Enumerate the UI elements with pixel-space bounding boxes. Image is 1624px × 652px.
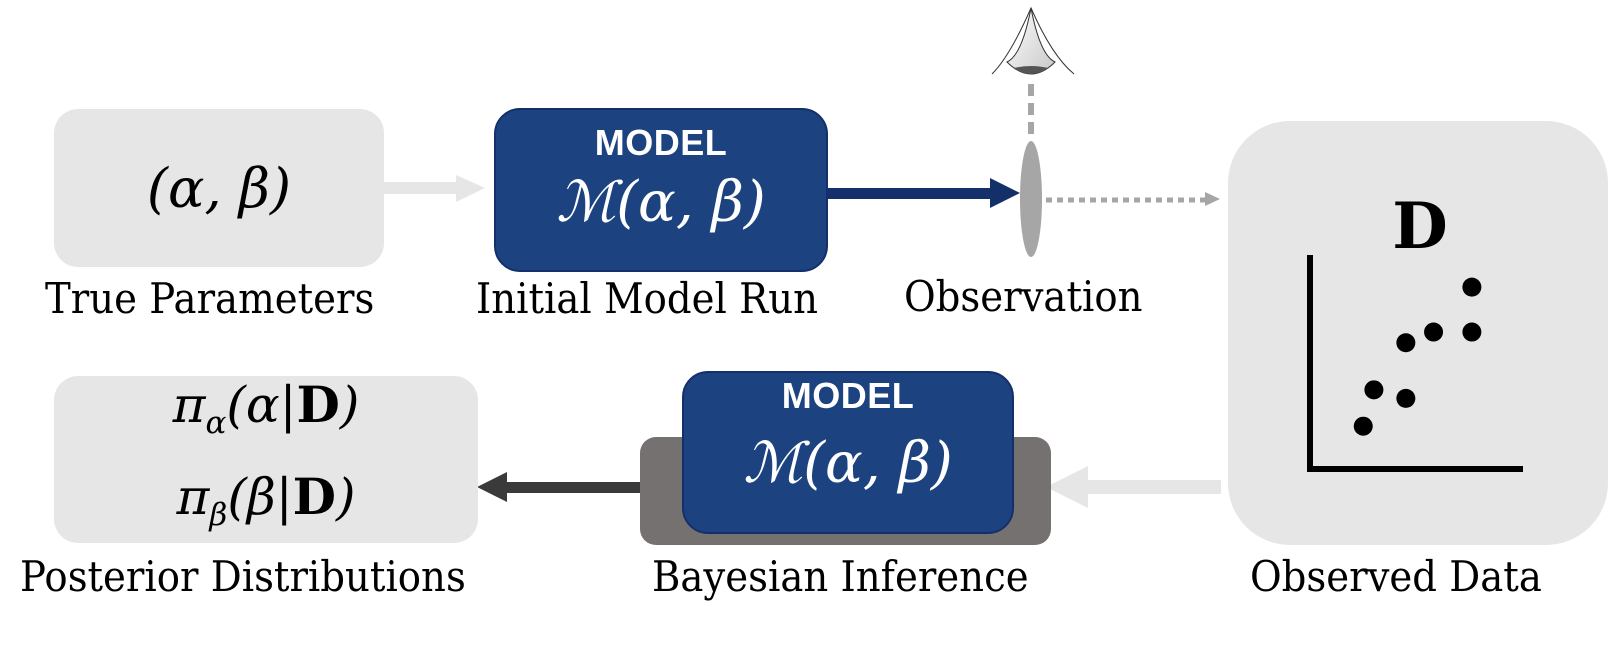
observed-data-label: Observed Data <box>1250 552 1542 601</box>
scatter-point <box>1364 380 1384 400</box>
initial-model-formula: ℳ(α, β) <box>556 170 766 235</box>
scatter-point <box>1462 277 1482 297</box>
bayesian-model-title: MODEL <box>781 375 915 416</box>
observed-data-scatter <box>1307 255 1523 472</box>
true-parameters-formula: (α, β) <box>146 156 292 220</box>
observed-data-box: D <box>1228 121 1608 545</box>
initial-model-box: MODEL ℳ(α, β) <box>494 108 828 272</box>
posterior-box: πα(α|D) πβ(β|D) <box>54 375 478 543</box>
initial-model-title: MODEL <box>594 122 728 163</box>
true-parameters-box: (α, β) <box>54 109 384 267</box>
arrow-bayes-to-posterior <box>477 472 641 502</box>
arrow-true-to-model <box>368 175 485 202</box>
scatter-point <box>1462 322 1482 342</box>
bayesian-inference-label: Bayesian Inference <box>652 552 1029 601</box>
observation-lens-icon <box>1020 141 1042 257</box>
scatter-point <box>1424 322 1444 342</box>
initial-model-label: Initial Model Run <box>476 274 819 323</box>
observation-label: Observation <box>904 272 1143 321</box>
bayesian-model-box: MODEL ℳ(α, β) <box>682 371 1014 534</box>
posterior-alpha: πα(α|D) <box>172 374 360 441</box>
observed-data-symbol: D <box>1392 189 1448 264</box>
eye-icon <box>991 6 1075 75</box>
true-parameters-label: True Parameters <box>45 274 375 323</box>
scatter-point <box>1353 416 1373 436</box>
bayesian-model-formula: ℳ(α, β) <box>743 431 953 496</box>
arrow-data-to-bayes <box>1046 466 1221 508</box>
scatter-point <box>1396 388 1416 408</box>
arrow-model-to-observation <box>826 178 1020 208</box>
posterior-beta: πβ(β|D) <box>176 466 356 533</box>
arrow-observation-to-data <box>1046 192 1220 206</box>
scatter-point <box>1396 333 1416 353</box>
posterior-label: Posterior Distributions <box>20 552 466 601</box>
